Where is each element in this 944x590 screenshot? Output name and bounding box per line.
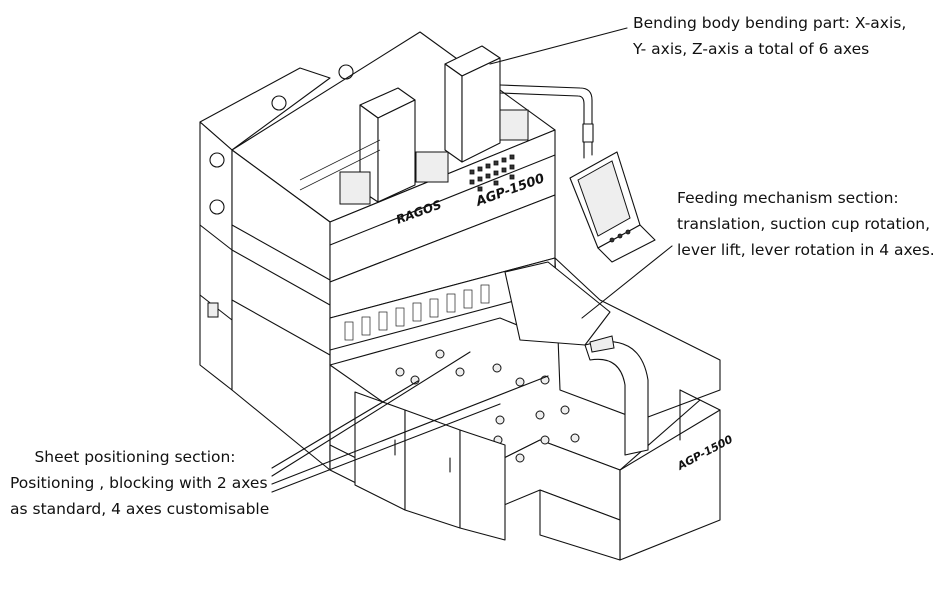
callout-bending: Bending body bending part: X-axis, Y- ax…	[633, 10, 906, 62]
leader-lines	[271, 27, 673, 493]
leader-line-sheet-2	[271, 351, 471, 477]
callout-sheet: Sheet positioning section: Positioning ,…	[10, 444, 270, 522]
callout-feeding: Feeding mechanism section: translation, …	[677, 185, 935, 263]
callout-sheet-line1: Sheet positioning section:	[34, 448, 236, 466]
callout-feeding-line3: lever lift, lever rotation in 4 axes.	[677, 241, 935, 259]
callout-feeding-line2: translation, suction cup rotation,	[677, 215, 931, 233]
feeding-arm	[504, 261, 649, 456]
callout-sheet-line3: as standard, 4 axes customisable	[10, 500, 270, 518]
callout-bending-line2: Y- axis, Z-axis a total of 6 axes	[633, 40, 870, 58]
leader-line-sheet-1	[271, 380, 419, 469]
bending-heads	[299, 45, 529, 205]
feeding-base	[539, 257, 721, 561]
leader-line-sheet-3	[271, 375, 549, 485]
callout-sheet-line2: Positioning , blocking with 2 axes	[10, 474, 268, 492]
control-dot-grid	[469, 154, 515, 192]
control-panel	[569, 151, 656, 263]
lower-cabinet	[329, 391, 506, 541]
leader-line-sheet-4	[271, 403, 501, 493]
callout-bending-line1: Bending body bending part: X-axis,	[633, 14, 907, 32]
callout-feeding-line1: Feeding mechanism section:	[677, 189, 899, 207]
leader-line-feeding	[581, 245, 673, 319]
leader-line-bending	[489, 27, 628, 65]
control-arm	[499, 84, 594, 159]
